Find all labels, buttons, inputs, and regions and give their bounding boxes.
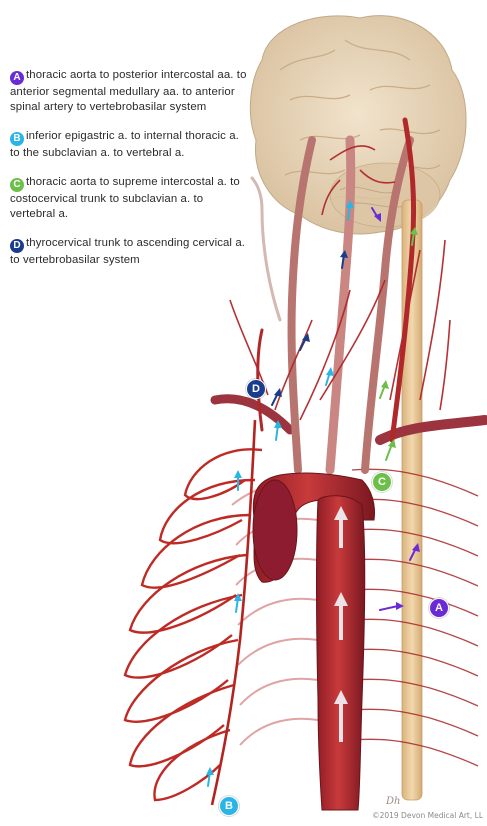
brain bbox=[250, 16, 466, 234]
marker-b: B bbox=[219, 796, 239, 816]
ascending-aorta bbox=[253, 480, 297, 580]
marker-c: C bbox=[372, 472, 392, 492]
marker-d: D bbox=[246, 379, 266, 399]
internal-thoracic-artery bbox=[212, 420, 255, 805]
marker-a: A bbox=[429, 598, 449, 618]
copyright-notice: ©2019 Devon Medical Art, LL bbox=[372, 811, 483, 820]
artist-signature: Dh bbox=[386, 796, 400, 807]
